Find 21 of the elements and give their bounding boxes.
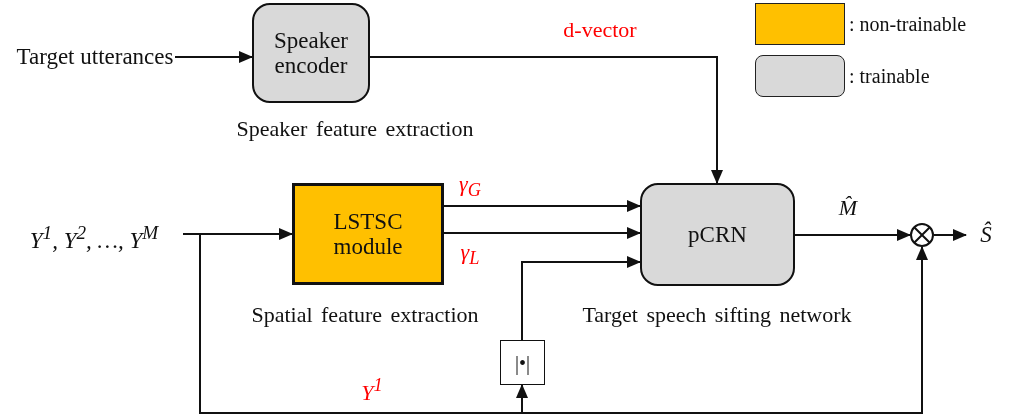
arrow — [174, 51, 253, 63]
block-caption: Speaker feature extraction — [236, 116, 474, 142]
magnitude-block: |•| — [500, 340, 545, 385]
module-block: LSTSC module — [292, 183, 444, 285]
input-text: Target utterances — [15, 22, 175, 92]
network-block: pCRN — [640, 183, 795, 286]
legend-text: : trainable — [849, 64, 930, 88]
multiply-junction — [910, 223, 934, 247]
input-signals-text: Y$^{1}$, Y$^{2}$, …, Y$^{M}$ — [5, 212, 183, 262]
block-caption: Spatial feature extraction — [251, 302, 479, 328]
arrow — [369, 56, 723, 184]
arrow — [521, 256, 641, 341]
output-text: Ŝ — [966, 215, 1006, 255]
legend-text: : non-trainable — [849, 12, 967, 36]
arrow — [443, 227, 641, 239]
encoder-block: Speaker encoder — [252, 3, 370, 103]
arrow — [933, 229, 967, 241]
arrow — [794, 229, 911, 241]
arrow — [182, 233, 928, 414]
arrow — [443, 200, 641, 212]
block-caption: Target speech sifting network — [582, 302, 852, 328]
